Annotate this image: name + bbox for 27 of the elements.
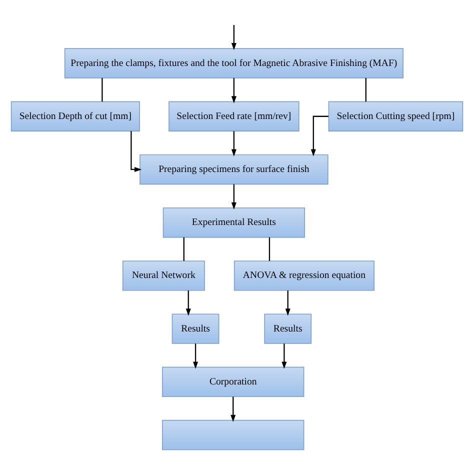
node-box: Selection Cutting speed [rpm] xyxy=(328,101,464,132)
node-box: Experimental Results xyxy=(162,207,306,238)
arrow xyxy=(186,290,191,316)
arrow xyxy=(230,396,236,422)
node-box xyxy=(162,420,304,450)
node-box: ANOVA & regression equation xyxy=(234,260,374,291)
connector xyxy=(365,78,366,102)
arrow xyxy=(193,344,198,369)
connector xyxy=(102,78,103,102)
arrow xyxy=(231,25,236,50)
arrow xyxy=(130,131,142,172)
arrow xyxy=(231,78,236,104)
arrow xyxy=(310,116,328,156)
node-box: Corporation xyxy=(162,366,304,398)
connector xyxy=(183,237,184,261)
arrow xyxy=(231,131,236,156)
arrow xyxy=(282,344,287,369)
node-box: Neural Network xyxy=(122,260,205,291)
node-box: Results xyxy=(264,314,312,344)
arrow xyxy=(231,184,236,210)
arrow xyxy=(285,290,290,316)
node-box: Preparing specimens for surface finish xyxy=(140,154,328,185)
node-box: Preparing the clamps, fixtures and the tool for Magnetic Abrasive Finishing (MAF) xyxy=(64,48,404,78)
connector xyxy=(268,237,270,261)
node-box: Selection Depth of cut [mm] xyxy=(10,101,140,132)
node-box: Selection Feed rate [mm/rev] xyxy=(168,101,300,132)
node-box: Results xyxy=(172,314,220,344)
